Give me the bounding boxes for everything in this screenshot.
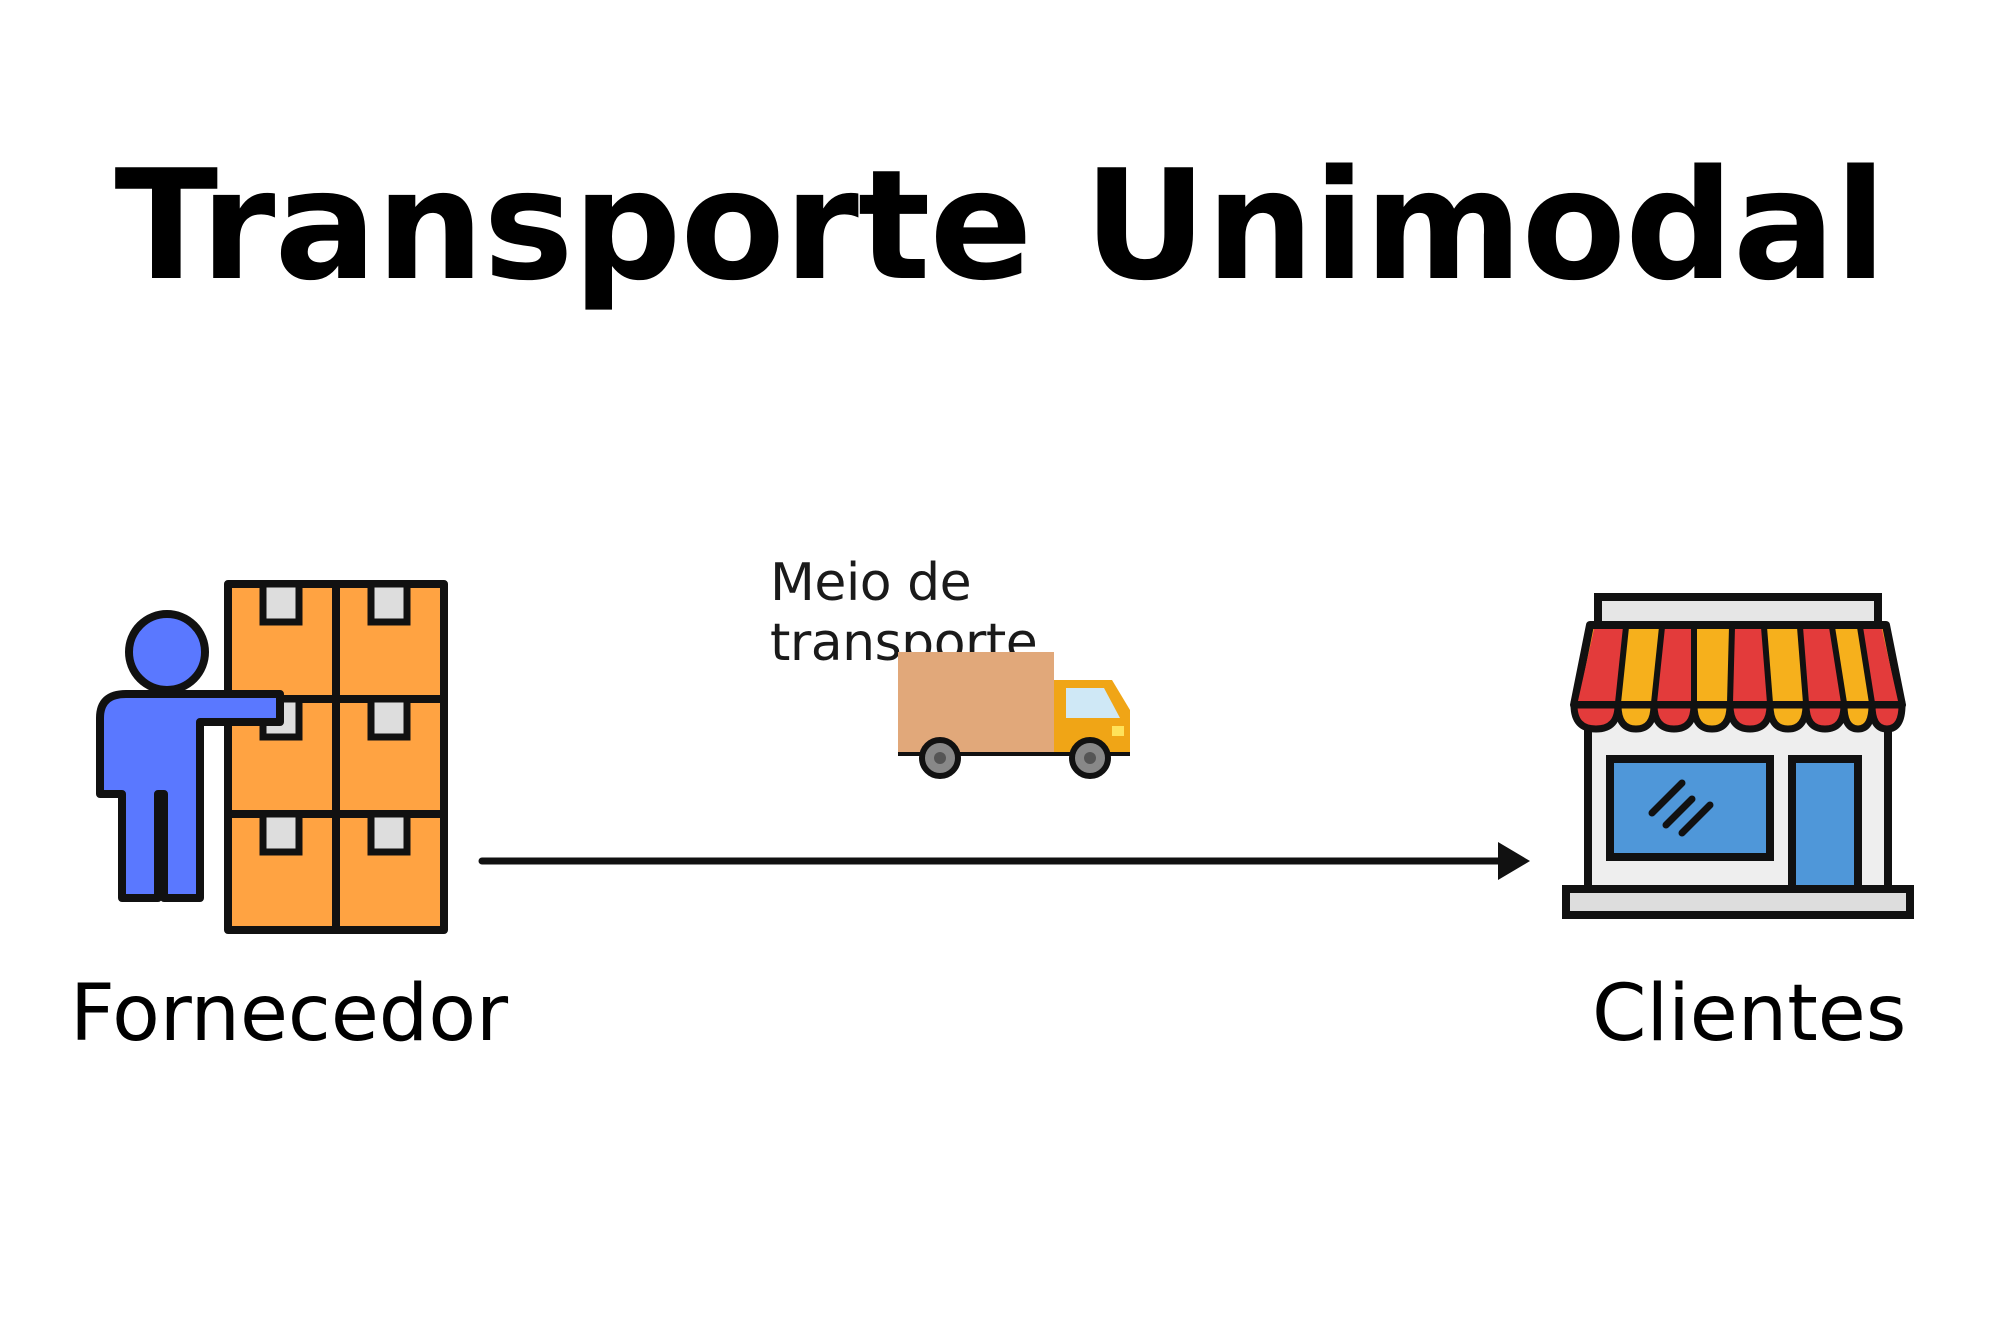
boxes-stack	[224, 580, 448, 934]
diagram-title: Transporte Unimodal	[114, 137, 1886, 314]
storefront-icon	[1562, 593, 1914, 919]
supplier-label: Fornecedor	[70, 969, 509, 1059]
transport-mode-label: Meio de transporte	[770, 553, 1038, 673]
person-with-boxes-icon	[96, 580, 448, 934]
truck-icon	[898, 652, 1130, 779]
person-figure	[96, 610, 284, 902]
client-label: Clientes	[1592, 969, 1907, 1059]
flow-arrow	[478, 842, 1530, 880]
